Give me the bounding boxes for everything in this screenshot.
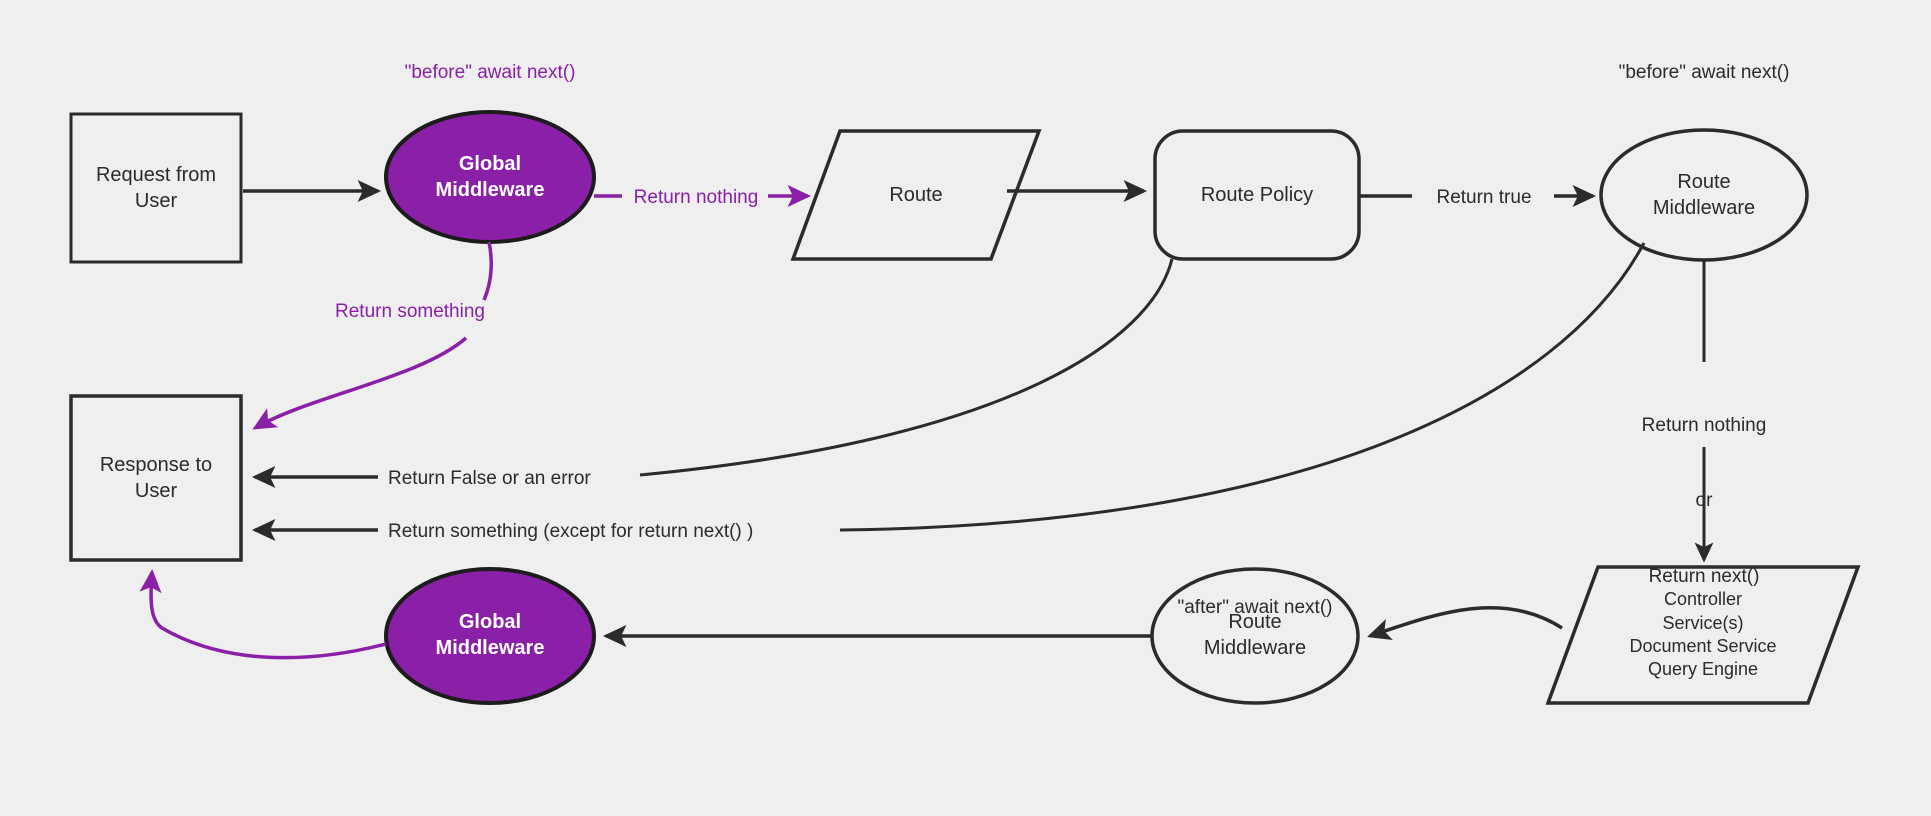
node-route[interactable] [790,129,1042,261]
edge-route-middleware-to-response-curve [839,242,1646,532]
node-route-middleware-bottom[interactable] [1150,567,1360,705]
edge-global-middleware-bottom-to-response [139,568,387,660]
node-route-middleware-top[interactable] [1599,128,1809,262]
edge-controller-to-route-middleware-bottom [1367,606,1563,641]
edge-global-middleware-to-response-tail [252,336,468,430]
node-global-middleware-bottom[interactable] [384,567,596,705]
edge-global-middleware-to-response [482,241,494,301]
node-global-middleware-top[interactable] [384,110,596,244]
node-request[interactable] [69,112,243,264]
edge-route-policy-to-response-curve [639,258,1174,477]
node-route-policy[interactable] [1153,129,1361,261]
node-response[interactable] [69,394,243,562]
node-controller-stack[interactable] [1545,565,1861,705]
